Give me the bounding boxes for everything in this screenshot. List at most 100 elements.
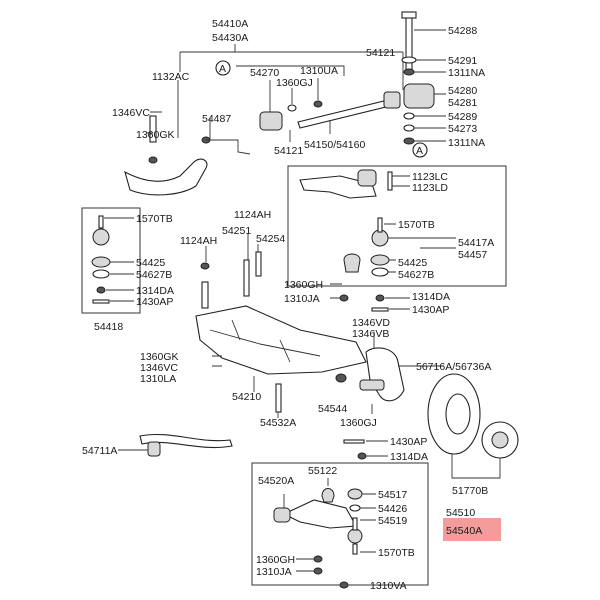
- label-1310UA: 1310UA: [300, 65, 338, 77]
- leaders-54270: [269, 78, 319, 142]
- label-54520A: 54520A: [258, 475, 294, 487]
- label-54273: 54273: [448, 123, 477, 135]
- label-54627B-left: 54627B: [136, 269, 172, 281]
- label-56716A: 56716A/56736A: [416, 361, 491, 373]
- pin-1430AP-right: [371, 307, 389, 312]
- nut-1124AH: [200, 262, 210, 270]
- leaders-top-stack: [414, 29, 446, 142]
- label-54627B-right: 54627B: [398, 269, 434, 281]
- label-1123LD: 1123LD: [412, 182, 448, 194]
- washer-54289: [403, 112, 415, 120]
- label-54291: 54291: [448, 55, 477, 67]
- label-1314DA-right: 1314DA: [412, 291, 450, 303]
- label-55122: 55122: [308, 465, 337, 477]
- label-54540A: 54540A: [446, 525, 482, 537]
- washer-1360GJ-top: [287, 104, 297, 112]
- label-54426: 54426: [378, 503, 407, 515]
- label-54270: 54270: [250, 67, 279, 79]
- ball-joint-54519: [347, 528, 363, 544]
- ball-joint-left: [92, 228, 110, 246]
- bushing-54520A: [273, 507, 291, 523]
- washer-54426: [349, 504, 361, 512]
- label-1360GJ-mid: 1360GJ: [340, 417, 377, 429]
- label-1132AC: 1132AC: [152, 71, 190, 83]
- leaders-crossmember: [205, 234, 259, 392]
- washer-1310JA-bottom: [313, 567, 323, 575]
- label-1430AP-mid: 1430AP: [390, 436, 427, 448]
- bushing-54270: [259, 111, 283, 131]
- washer-54291: [401, 56, 417, 64]
- nut-1360GH-bottom: [313, 555, 323, 563]
- boot-54425-left: [91, 256, 111, 268]
- leaders-upper-right: [392, 175, 410, 187]
- label-54121-right: 54121: [366, 47, 395, 59]
- washer-54517: [347, 488, 363, 500]
- label-54711A: 54711A: [82, 445, 117, 457]
- label-1124AH-a: 1124AH: [234, 209, 271, 221]
- callout-marker-a-mid-label: A: [416, 145, 423, 157]
- label-1311NA-a: 1311NA: [448, 67, 485, 79]
- label-1360GH-top: 1360GH: [284, 279, 323, 291]
- nut-54544: [335, 373, 347, 383]
- label-54288: 54288: [448, 25, 477, 37]
- bolt-1124AH: [201, 281, 209, 309]
- callout-marker-a-top: [215, 60, 231, 76]
- label-54510: 54510: [446, 507, 475, 519]
- leaders-lower-arm: [283, 478, 376, 586]
- stud-54417A: [377, 217, 383, 233]
- nut-1360GK-top: [148, 156, 158, 164]
- upper-right-arm-box: [287, 165, 507, 287]
- label-1346VD: 1346VD: [352, 317, 390, 329]
- label-54430A: 54430A: [212, 32, 248, 44]
- stabilizer-bar: [139, 433, 233, 449]
- lower-arm-54540A: [282, 499, 357, 529]
- label-54417A: 54417A: [458, 237, 494, 249]
- stabilizer-bushing: [147, 441, 161, 457]
- label-1360GK-mid: 1360GK: [140, 351, 179, 363]
- bolt-54254: [255, 251, 262, 277]
- label-1570TB-left: 1570TB: [136, 213, 173, 225]
- callout-marker-a-mid: [412, 142, 428, 158]
- leaders-bump-stop: [330, 283, 342, 299]
- label-1310VA: 1310VA: [370, 580, 407, 592]
- upper-arm-right: [299, 175, 377, 199]
- wheel-hub-center: [491, 431, 509, 449]
- bolt-54288: [405, 13, 413, 75]
- nut-1310UA: [313, 100, 323, 108]
- bracket-54410A: [179, 44, 404, 90]
- callout-marker-a-top-label: A: [219, 63, 226, 75]
- ring-54627B-right: [371, 267, 389, 277]
- label-54280: 54280: [448, 85, 477, 97]
- label-1314DA-mid: 1314DA: [390, 451, 428, 463]
- upper-arm-left: [124, 158, 208, 196]
- strut-rod-54150: [297, 97, 399, 129]
- washer-54273: [403, 124, 415, 132]
- label-1570TB-right: 1570TB: [398, 219, 435, 231]
- label-54251: 54251: [222, 225, 251, 237]
- leaders-knuckle: [371, 332, 444, 414]
- steering-knuckle: [365, 347, 405, 402]
- label-54519: 54519: [378, 515, 407, 527]
- bump-stop: [343, 253, 361, 273]
- label-54289: 54289: [448, 111, 477, 123]
- label-1430AP-left: 1430AP: [136, 296, 173, 308]
- strut-rod-end: [383, 91, 401, 109]
- label-1314DA-left: 1314DA: [136, 285, 174, 297]
- crossmember-54210: [195, 305, 367, 375]
- label-1310JA-top: 1310JA: [284, 293, 320, 305]
- bracket-callout-A-left: [236, 65, 345, 76]
- label-54210: 54210: [232, 391, 261, 403]
- label-54410A: 54410A: [212, 18, 248, 30]
- highlight-54540A: [443, 518, 501, 541]
- label-1124AH-b: 1124AH: [180, 235, 217, 247]
- label-1123LC: 1123LC: [412, 171, 448, 183]
- label-54425-right: 54425: [398, 257, 427, 269]
- label-1310LA: 1310LA: [140, 373, 176, 385]
- bolt-54532A: [275, 383, 282, 413]
- label-51770B: 51770B: [452, 485, 488, 497]
- label-54487: 54487: [202, 113, 231, 125]
- stud-54519: [352, 517, 358, 531]
- bolt-54251: [243, 259, 250, 297]
- label-1360GK-top: 1360GK: [136, 129, 175, 141]
